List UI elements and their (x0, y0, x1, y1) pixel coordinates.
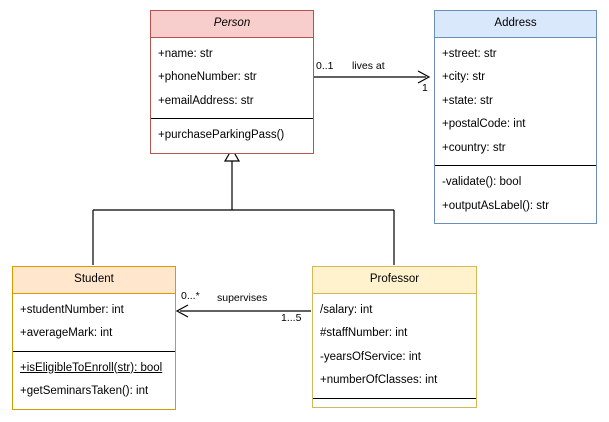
attribute-row: #staffNumber: int (320, 327, 408, 339)
method-row: -validate(): bool (442, 176, 522, 188)
method-row-static: +isEligibleToEnroll(str): bool (20, 361, 163, 374)
class-title-student: Student (13, 267, 175, 294)
attribute-row: +phoneNumber: str (158, 71, 257, 83)
method-row: +purchaseParkingPass() (158, 129, 285, 141)
multiplicity-professor-supervises: 1...5 (281, 312, 302, 324)
attribute-row: +postalCode: int (442, 118, 526, 130)
attribute-row: +name: str (158, 47, 213, 60)
attribute-row: -yearsOfService: int (320, 350, 421, 363)
methods-compartment-student: +isEligibleToEnroll(str): bool +getSemin… (13, 350, 175, 409)
class-box-professor[interactable]: Professor /salary: int #staffNumber: int… (312, 266, 477, 408)
method-row: +outputAsLabel(): str (442, 199, 550, 212)
attribute-row: +emailAddress: str (158, 94, 254, 107)
association-label-lives-at: lives at (352, 60, 385, 72)
methods-compartment-address: -validate(): bool +outputAsLabel(): str (435, 165, 596, 223)
class-box-student[interactable]: Student +studentNumber: int +averageMark… (12, 266, 176, 410)
methods-compartment-professor (313, 397, 476, 407)
association-label-supervises: supervises (217, 292, 268, 304)
attribute-row: +numberOfClasses: int (320, 374, 438, 386)
association-lives-at (314, 70, 431, 84)
multiplicity-address-lives-at: 1 (422, 82, 428, 94)
attributes-compartment-person: +name: str +phoneNumber: str +emailAddre… (151, 38, 313, 119)
attribute-row: +studentNumber: int (20, 303, 124, 316)
class-box-address[interactable]: Address +street: str +city: str +state: … (434, 10, 597, 224)
attribute-row: +averageMark: int (20, 327, 113, 339)
class-box-person[interactable]: Person +name: str +phoneNumber: str +ema… (150, 10, 314, 154)
attribute-row: /salary: int (320, 303, 373, 316)
multiplicity-student-supervises: 0...* (181, 290, 200, 302)
attribute-row: +country: str (442, 141, 506, 154)
attribute-row: +state: str (442, 94, 493, 107)
multiplicity-person-lives-at: 0..1 (316, 60, 334, 72)
class-title-person: Person (151, 11, 313, 38)
class-title-professor: Professor (313, 267, 476, 294)
attributes-compartment-professor: /salary: int #staffNumber: int -yearsOfS… (313, 294, 476, 398)
methods-compartment-person: +purchaseParkingPass() (151, 118, 313, 153)
attribute-row: +city: str (442, 71, 486, 83)
class-title-address: Address (435, 11, 596, 38)
generalization-person (92, 147, 395, 265)
method-row: +getSeminarsTaken(): int (20, 385, 149, 397)
attribute-row: +street: str (442, 47, 497, 60)
attributes-compartment-student: +studentNumber: int +averageMark: int (13, 294, 175, 351)
attributes-compartment-address: +street: str +city: str +state: str +pos… (435, 38, 596, 166)
